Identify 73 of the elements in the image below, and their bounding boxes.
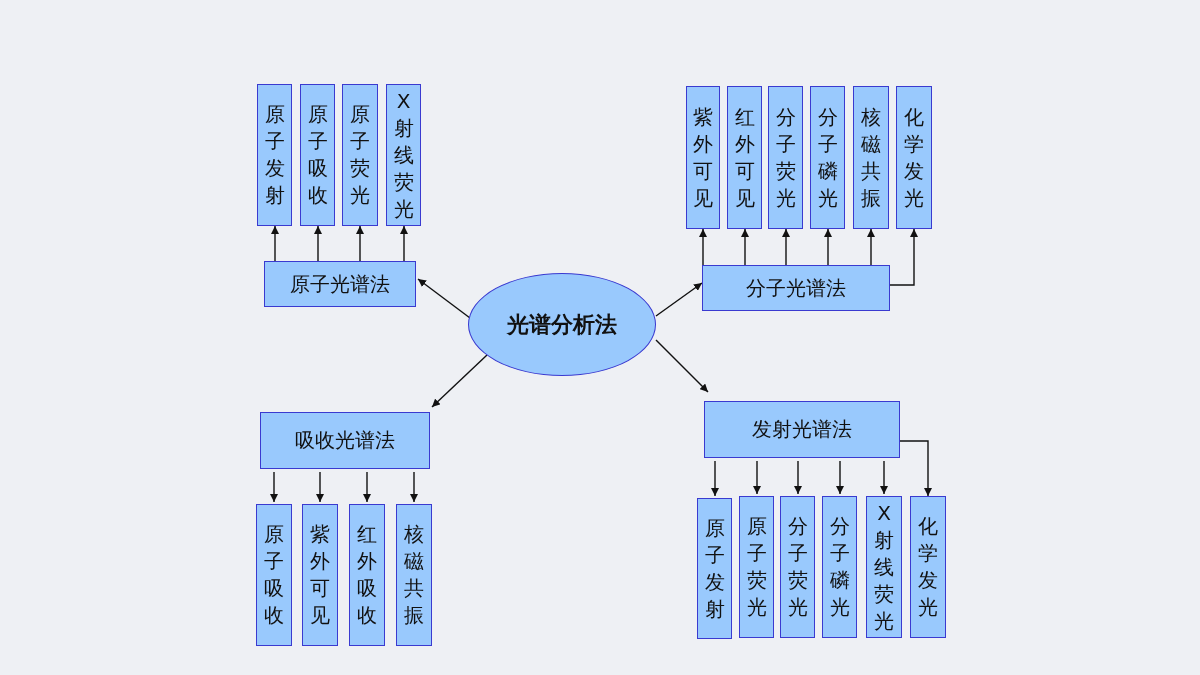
- node-label: X射线荧光: [393, 87, 414, 223]
- category-box: [264, 261, 416, 307]
- node-label: 紫外可见: [309, 521, 331, 629]
- node-label: 原子荧光: [349, 101, 371, 209]
- method-box: [727, 86, 762, 229]
- arrow: [699, 228, 707, 266]
- method-box: [866, 496, 902, 638]
- method-box: [780, 496, 815, 638]
- arrow: [417, 278, 471, 319]
- node-label: 分子磷光: [829, 513, 850, 621]
- node-label: 红外吸收: [356, 521, 378, 629]
- node-label: 原子光谱法: [290, 270, 390, 298]
- arrow: [824, 228, 832, 266]
- arrow: [889, 228, 918, 286]
- category-box: [704, 401, 900, 458]
- category-box: [260, 412, 430, 469]
- method-box: [349, 504, 385, 646]
- category-box: [702, 265, 890, 311]
- node-label: 分子荧光: [787, 513, 808, 621]
- node-label: 化学发光: [917, 513, 939, 621]
- node-label: 分子荧光: [775, 103, 796, 212]
- node-label: 原子荧光: [746, 513, 767, 621]
- node-label: 分子光谱法: [746, 274, 846, 302]
- node-label: 分子磷光: [817, 103, 838, 212]
- node-label: 核磁共振: [403, 521, 425, 629]
- method-box: [342, 84, 378, 226]
- arrow: [431, 354, 488, 408]
- arrow: [400, 225, 408, 262]
- arrow: [655, 339, 709, 393]
- node-label: 原子吸收: [307, 101, 328, 209]
- method-box: [768, 86, 803, 229]
- node-label: 化学发光: [903, 103, 925, 212]
- arrow: [867, 228, 875, 266]
- method-box: [896, 86, 932, 229]
- method-box: [686, 86, 720, 229]
- arrow: [363, 471, 371, 503]
- node-label: 发射光谱法: [752, 416, 852, 443]
- method-box: [256, 504, 292, 646]
- method-box: [853, 86, 889, 229]
- arrow: [270, 471, 278, 503]
- method-box: [386, 84, 421, 226]
- arrow: [356, 225, 364, 262]
- method-box: [739, 496, 774, 638]
- arrow: [794, 460, 802, 495]
- arrow: [741, 228, 749, 266]
- method-box: [396, 504, 432, 646]
- node-label: 光谱分析法: [507, 310, 617, 339]
- method-box: [822, 496, 857, 638]
- method-box: [300, 84, 335, 226]
- arrow: [836, 460, 844, 495]
- method-box: [910, 496, 946, 638]
- node-label: X射线荧光: [873, 499, 895, 635]
- arrow: [880, 460, 888, 495]
- node-label: 原子发射: [264, 101, 285, 209]
- arrow: [314, 225, 322, 262]
- arrow: [410, 471, 418, 503]
- method-box: [257, 84, 292, 226]
- arrow: [271, 225, 279, 262]
- arrow: [711, 460, 719, 497]
- node-label: 原子吸收: [263, 521, 285, 629]
- arrow: [316, 471, 324, 503]
- node-label: 核磁共振: [860, 103, 882, 212]
- node-label: 紫外可见: [692, 103, 714, 212]
- arrow: [655, 282, 703, 317]
- arrow: [782, 228, 790, 266]
- node-label: 原子发射: [704, 514, 725, 623]
- node-label: 红外可见: [734, 103, 755, 212]
- method-box: [697, 498, 732, 639]
- node-label: 吸收光谱法: [295, 427, 395, 454]
- method-box: [810, 86, 845, 229]
- arrow: [899, 440, 932, 497]
- arrow: [753, 460, 761, 495]
- method-box: [302, 504, 338, 646]
